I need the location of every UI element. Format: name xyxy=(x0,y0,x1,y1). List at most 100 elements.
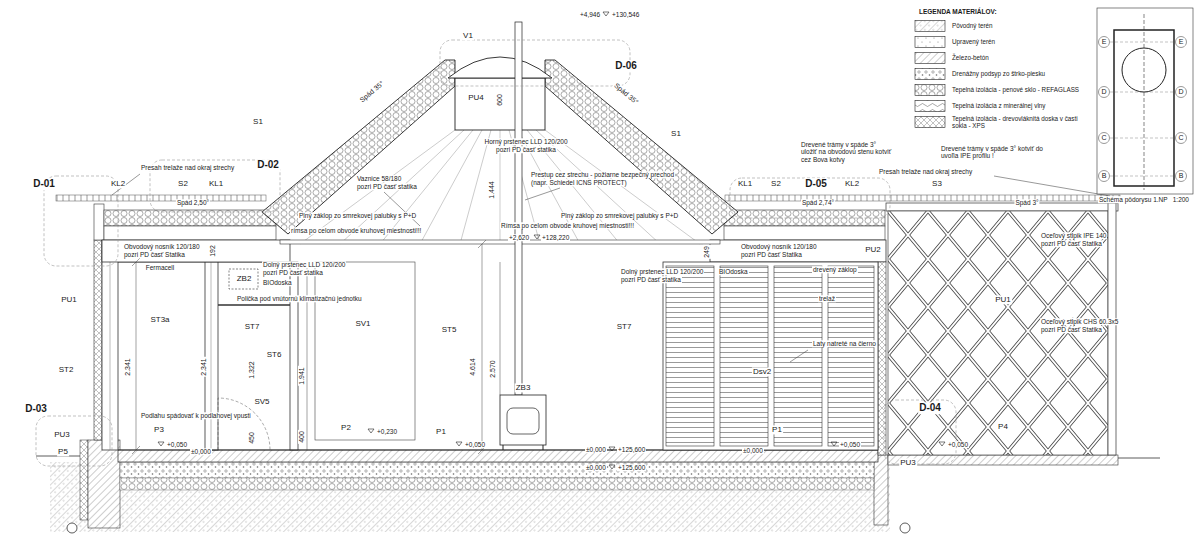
foundation xyxy=(118,450,878,462)
callout-tag: KL2 xyxy=(110,179,126,188)
revision-cloud xyxy=(730,178,890,218)
elevation-text: +0,050 xyxy=(839,441,861,448)
elevation-text: ±0,000 xyxy=(585,464,607,471)
note-text: Oceľový stĺpik IPE 140 xyxy=(1040,232,1107,239)
foundation xyxy=(120,462,874,478)
plan-schema xyxy=(1176,171,1187,182)
plan-schema xyxy=(1099,133,1110,144)
legend-swatch xyxy=(915,53,945,64)
dimension-text: 1.444 xyxy=(488,180,496,200)
partition-wall xyxy=(205,262,218,450)
detail-reference: D-06 xyxy=(614,60,638,72)
partition-wall xyxy=(315,262,415,440)
callout-tag: SV1 xyxy=(354,319,371,328)
dimension-text: 2.570 xyxy=(489,359,497,379)
legend-swatch xyxy=(915,101,945,112)
plan-schema xyxy=(1176,87,1187,98)
legend-swatch xyxy=(915,37,945,48)
note-text: pozri PD časť statika xyxy=(620,276,682,283)
slope-text: Spád 2,50° xyxy=(176,199,210,206)
dimension-line xyxy=(132,240,500,454)
legend-swatch xyxy=(915,21,945,32)
note-text: pozri PD časť Statika xyxy=(740,251,803,258)
dimension-text: 600 xyxy=(496,93,504,107)
note-text: Horný prstenec LLD 120/200 xyxy=(483,138,568,145)
legend-text: Upravený terén xyxy=(951,38,996,45)
plan-schema xyxy=(1099,87,1110,98)
callout-tag: S3 xyxy=(931,179,943,188)
axis-letter: E xyxy=(1101,38,1108,46)
note-text: Obvodový nosník 120/180 xyxy=(123,243,201,250)
callout-tag: SV5 xyxy=(253,397,270,406)
sliding-door xyxy=(774,266,822,446)
note-text: Drevené trámy v spáde 3° kotviť do uvoľi… xyxy=(940,145,1052,160)
foundation xyxy=(888,455,1118,465)
legend-text: Drenážny podsyp zo štrko-piesku xyxy=(951,70,1046,77)
note-text: Dolný prstenec LLD 120/200 xyxy=(620,268,704,275)
dimension-text: 1.322 xyxy=(248,360,256,380)
plan-schema xyxy=(1144,14,1145,190)
partition-wall xyxy=(290,262,298,450)
note-text: Fermacell xyxy=(145,264,176,271)
detail-reference: D-04 xyxy=(918,402,942,414)
chimney-and-stove xyxy=(503,445,504,450)
callout-tag: ZB2 xyxy=(236,274,253,283)
callout-tag: PU1 xyxy=(60,295,78,304)
elevation-mark xyxy=(939,442,945,446)
note-text: Laty natreté na čierno xyxy=(812,340,877,347)
callout-tag: P2 xyxy=(340,423,352,432)
legend-swatch xyxy=(915,117,945,128)
revision-cloud xyxy=(36,40,956,466)
dimension-text: 192 xyxy=(209,244,217,258)
partition-wall xyxy=(118,262,878,450)
elevation-mark xyxy=(456,442,462,446)
dimension-text: 249 xyxy=(703,245,711,259)
legend-text: Železo-betón xyxy=(951,54,990,61)
sliding-door xyxy=(666,266,714,446)
elevation-text: ±0,000 xyxy=(742,447,764,454)
axis-letter: E xyxy=(1178,38,1185,46)
callout-tag: S2 xyxy=(177,179,189,188)
exterior-wall xyxy=(110,240,111,450)
exterior-wall xyxy=(94,240,118,450)
elevation-text: +0,230 xyxy=(376,428,398,435)
dimension-text: 400 xyxy=(298,430,306,444)
flat-roof xyxy=(710,240,886,262)
callout-tag: S1 xyxy=(252,117,264,126)
note-text: Dolný prstenec LLD 120/200 xyxy=(262,261,346,268)
note-text: Drevené trámy v spáde 3° uložiť na obvod… xyxy=(800,141,894,163)
dimension-line xyxy=(482,244,483,450)
note-text: Podlahu spádovať k podlahovej vpusti xyxy=(140,412,252,419)
pitched-roof xyxy=(448,57,552,78)
ground-hatch xyxy=(50,462,890,532)
note-text: Oceľový stĺpik CHS 60.3x5 xyxy=(1040,318,1119,325)
elevation-mark xyxy=(534,235,540,239)
slope-text: Spád 3° xyxy=(1014,199,1039,206)
detail-reference: D-05 xyxy=(804,178,828,190)
leader-line xyxy=(994,176,1110,196)
note-text: 1:200 xyxy=(1172,196,1190,203)
drainage-pipe xyxy=(900,523,910,533)
flat-roof xyxy=(102,240,290,262)
pergola xyxy=(886,203,1118,455)
callout-tag: S1 xyxy=(670,129,682,138)
elevation-mark xyxy=(158,442,164,446)
exterior-wall xyxy=(94,240,102,440)
detail-reference: D-01 xyxy=(32,178,56,190)
note-text: pozri PD časť Statika xyxy=(123,251,186,258)
elevation-mark xyxy=(831,442,837,446)
note-text: Vaznice 58/180 xyxy=(356,175,402,182)
dimension-text: 1.941 xyxy=(298,366,306,386)
note-text: pozri PD časť Statika xyxy=(1040,240,1103,247)
pitched-roof xyxy=(262,60,455,234)
plan-schema xyxy=(1110,42,1175,43)
sliding-door xyxy=(663,262,878,450)
rafter-lines xyxy=(460,130,491,244)
revision-cloud xyxy=(440,40,630,86)
note-text: Plný záklop zo smrekovej palubky s P+D xyxy=(298,212,417,219)
dimension-text: 450 xyxy=(248,431,256,445)
callout-tag: PU3 xyxy=(899,458,917,467)
elevation-text: ±0,000 xyxy=(585,446,607,453)
plan-schema xyxy=(1110,138,1175,139)
axis-letter: B xyxy=(1101,172,1108,180)
